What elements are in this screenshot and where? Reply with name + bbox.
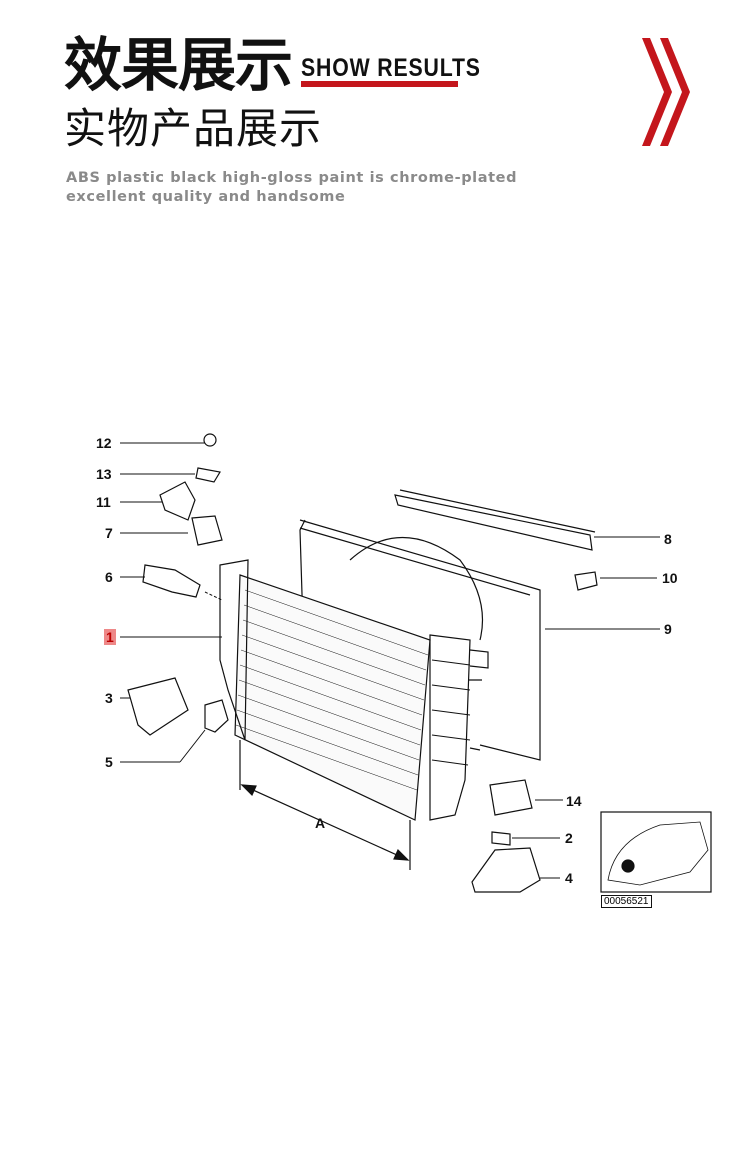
- radiator-tank-left: [219, 559, 249, 741]
- title-cn: 效果展示: [64, 31, 293, 99]
- bracket-4: [471, 847, 541, 893]
- callout-9: 9: [664, 621, 672, 637]
- dimension-label: A: [315, 815, 326, 831]
- radiator-exploded-diagram: [120, 433, 712, 893]
- nut-13: [195, 467, 221, 483]
- screw-12: [203, 433, 217, 447]
- clip-10: [574, 571, 598, 591]
- bracket-3: [127, 677, 189, 736]
- callout-7: 7: [105, 525, 113, 541]
- sensor-6: [142, 564, 201, 598]
- inset-code: 00056521: [601, 895, 652, 908]
- title-en: SHOW RESULTS: [301, 54, 481, 82]
- radiator-fins: [235, 589, 429, 791]
- radiator-tank-right: [429, 634, 471, 821]
- callout-10: 10: [662, 570, 678, 586]
- callout-2: 2: [565, 830, 573, 846]
- location-dot: [621, 859, 635, 873]
- double-chevron-icon: [642, 38, 690, 146]
- callout-6: 6: [105, 569, 113, 585]
- callout-3: 3: [105, 690, 113, 706]
- callout-13: 13: [96, 466, 112, 482]
- callout-11: 11: [96, 494, 111, 510]
- screw-2: [491, 831, 511, 846]
- callout-12: 12: [96, 435, 112, 451]
- seal-strip: [394, 489, 596, 551]
- title-underline: [301, 81, 458, 87]
- rubber-5: [204, 699, 229, 733]
- callout-1: 1: [104, 629, 116, 645]
- bracket-11: [159, 481, 196, 521]
- callout-5: 5: [105, 754, 113, 770]
- location-inset: [600, 811, 712, 893]
- description: ABS plastic black high-gloss paint is ch…: [66, 169, 517, 207]
- rubber-7: [191, 515, 223, 546]
- dimension-line: [239, 740, 411, 870]
- callout-4: 4: [565, 870, 573, 886]
- bracket-14: [489, 779, 533, 816]
- description-line: excellent quality and handsome: [66, 189, 346, 205]
- radiator-core: [234, 574, 431, 821]
- callout-8: 8: [664, 531, 672, 547]
- leader-lines: [120, 442, 660, 879]
- callout-14: 14: [566, 793, 582, 809]
- description-line: ABS plastic black high-gloss paint is ch…: [66, 170, 518, 186]
- subtitle-cn: 实物产品展示: [64, 104, 323, 153]
